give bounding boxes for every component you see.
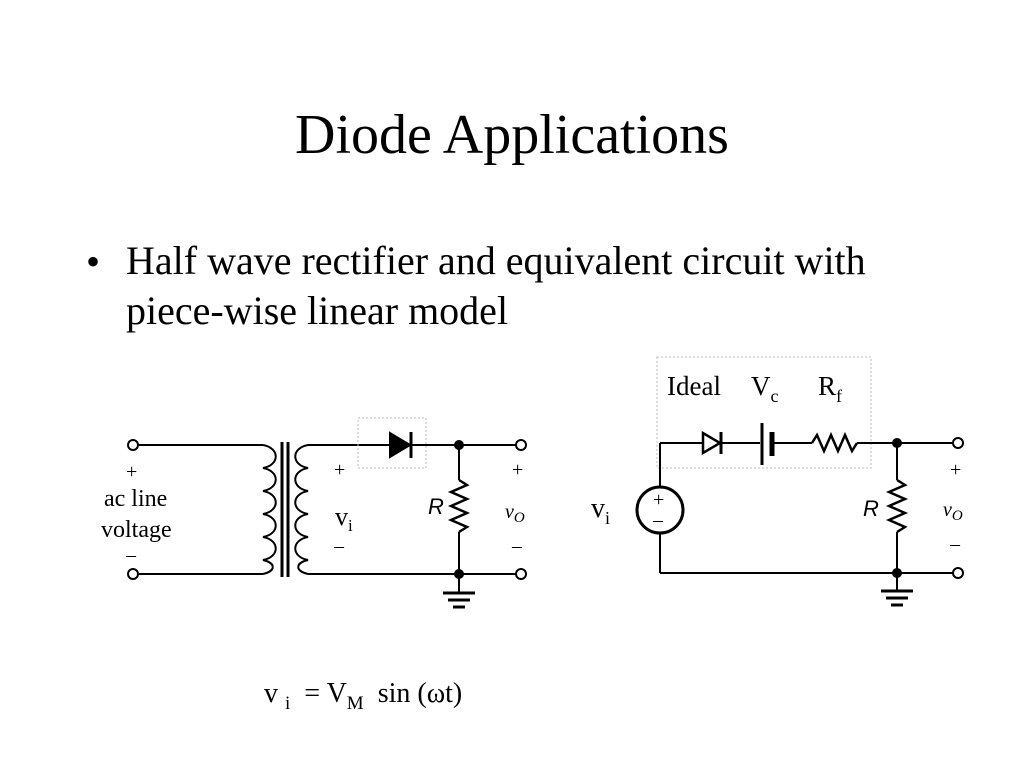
voltage-label: voltage — [101, 517, 172, 543]
right-resistor — [885, 478, 909, 534]
right-vo-label: vO — [943, 499, 963, 524]
transformer-secondary-coil — [294, 444, 309, 575]
left-output-terminal-top — [515, 439, 527, 451]
source-minus: – — [652, 509, 664, 531]
right-output-terminal-bottom — [952, 567, 964, 579]
left-resistor-label: R — [428, 494, 444, 519]
right-output-terminal-top — [952, 437, 964, 449]
formula-lhs: v — [264, 678, 278, 709]
left-output-terminal-bottom — [515, 568, 527, 580]
ideal-diode — [701, 430, 723, 456]
slide-title: Diode Applications — [295, 104, 729, 166]
right-vo-plus: + — [950, 459, 961, 481]
left-circuit — [127, 417, 527, 609]
vc-label: Vc — [751, 371, 779, 406]
rf-label: Rf — [818, 371, 842, 406]
left-vo-label: vO — [505, 501, 525, 526]
formula-rhs-sub: M — [346, 693, 364, 714]
left-input-terminal-bottom — [127, 568, 139, 580]
left-vi-plus: + — [334, 459, 345, 481]
transformer-primary-coil — [262, 444, 277, 575]
left-circuit-labels: + ac line voltage – + vi – R + vO – — [101, 459, 525, 566]
rf-resistor — [810, 431, 859, 455]
formula-eq: = V — [304, 678, 347, 709]
ideal-label: Ideal — [667, 371, 721, 401]
right-resistor-label: R — [863, 496, 879, 521]
left-vo-minus: – — [511, 535, 523, 557]
right-vo-minus: – — [949, 533, 961, 555]
left-resistor — [447, 478, 471, 534]
source-plus: + — [653, 489, 664, 511]
input-voltage-formula: v i = VM sin (ωt) — [264, 676, 462, 722]
right-circuit-labels: Ideal Vc Rf vi + – R + vO – — [591, 371, 963, 555]
right-vi-label: vi — [591, 493, 610, 528]
bullet-marker: • — [86, 239, 101, 284]
formula-lhs-sub: i — [285, 693, 291, 714]
left-vi-minus: – — [333, 535, 345, 557]
left-input-minus: – — [125, 544, 137, 566]
left-input-terminal-top — [127, 439, 139, 451]
left-vi-label: vi — [335, 502, 353, 535]
right-circuit — [635, 356, 964, 607]
vc-battery — [760, 423, 775, 465]
left-diode — [357, 417, 427, 469]
bullet-text: Half wave rectifier and equivalent circu… — [126, 238, 866, 333]
formula-rhs: sin (ωt) — [377, 678, 463, 709]
left-input-plus: + — [126, 461, 137, 483]
ac-line-label: ac line — [104, 486, 167, 512]
left-ground-symbol — [443, 574, 475, 609]
left-vo-plus: + — [512, 459, 523, 481]
right-ground-symbol — [881, 573, 913, 607]
diode-model-box — [656, 356, 872, 469]
